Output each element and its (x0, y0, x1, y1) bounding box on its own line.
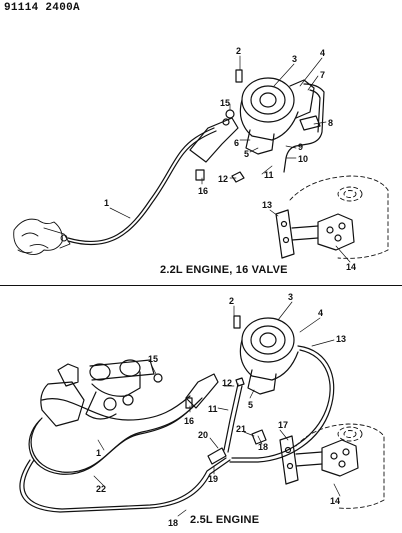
callout-top-16: 16 (198, 186, 208, 196)
callout-bot-2: 2 (229, 296, 234, 306)
callout-top-5: 5 (244, 149, 249, 159)
callout-bot-1: 1 (96, 448, 101, 458)
callout-bot-21: 21 (236, 424, 246, 434)
throttle-body-bottom (40, 359, 155, 427)
callout-bot-16: 16 (184, 416, 194, 426)
panel-divider (0, 285, 402, 286)
part-number: 91114 2400A (4, 2, 80, 14)
callout-top-9: 9 (298, 142, 303, 152)
mounting-plate-bottom (295, 423, 385, 509)
callout-top-12: 12 (218, 174, 228, 184)
callout-bot-18a: 18 (258, 442, 268, 452)
callout-top-1: 1 (104, 198, 109, 208)
throttle-cable-top (67, 127, 215, 243)
speed-control-servo-bottom (239, 317, 299, 395)
callout-bot-5: 5 (248, 400, 253, 410)
callout-top-13: 13 (262, 200, 272, 210)
callout-top-10: 10 (298, 154, 308, 164)
cable-bracket-top (189, 117, 239, 163)
callout-bot-11: 11 (208, 404, 218, 414)
callout-bot-22: 22 (96, 484, 106, 494)
callout-bot-15: 15 (148, 354, 158, 364)
callout-bot-13: 17 (278, 420, 288, 430)
callout-top-3: 3 (292, 54, 297, 64)
callout-top-7: 7 (320, 70, 325, 80)
cable-17 (229, 345, 335, 463)
callout-bot-12: 12 (222, 378, 232, 388)
panel-title-bottom: 2.5L ENGINE (190, 514, 260, 526)
callout-top-6: 6 (234, 138, 239, 148)
callout-bot-20: 20 (198, 430, 208, 440)
throttle-body-sketch-top (13, 218, 71, 255)
cable-1-bottom (28, 399, 201, 475)
callout-bot-19: 19 (208, 474, 218, 484)
callout-top-2: 2 (236, 46, 241, 56)
callout-bot-17: 13 (336, 334, 346, 344)
callout-bot-14: 14 (330, 496, 340, 506)
panel-title-top: 2.2L ENGINE, 16 VALVE (160, 264, 288, 276)
callout-top-11: 11 (264, 170, 274, 180)
callout-top-15: 15 (220, 98, 230, 108)
callout-top-4: 4 (320, 48, 325, 58)
callout-bot-18b: 18 (168, 518, 178, 528)
callout-top-14: 14 (346, 262, 356, 272)
callout-bot-4: 4 (318, 308, 323, 318)
cable-22-bottom (19, 459, 231, 513)
vacuum-hose-top (283, 83, 325, 173)
mounting-plate-top (289, 175, 389, 259)
cable-bracket-bottom (185, 373, 219, 409)
callout-top-8: 8 (328, 118, 333, 128)
speed-control-servo-top (239, 77, 315, 155)
callout-bot-3: 3 (288, 292, 293, 302)
